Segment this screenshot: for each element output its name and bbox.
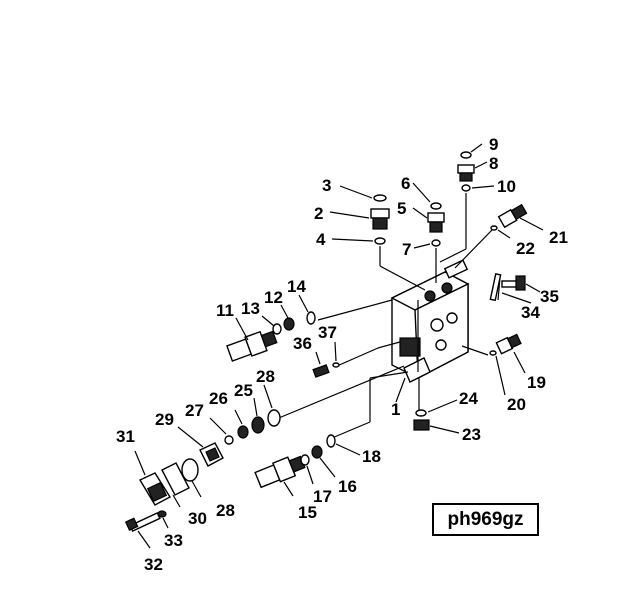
oring-28a <box>267 409 281 427</box>
callout-28-lower: 28 <box>216 501 235 520</box>
callout-35: 35 <box>540 287 559 306</box>
ring-26 <box>237 425 249 439</box>
callout-27: 27 <box>185 401 204 420</box>
callout-11: 11 <box>216 301 234 320</box>
plate-29 <box>199 442 224 467</box>
oring-28b <box>181 458 199 482</box>
pin-34 <box>489 273 502 302</box>
ring-16 <box>311 445 323 459</box>
callout-arrows <box>134 143 544 549</box>
valve-36 <box>312 364 330 378</box>
callout-34: 34 <box>521 303 540 322</box>
seal-24 <box>415 409 427 417</box>
callout-9: 9 <box>489 135 498 154</box>
callout-19: 19 <box>527 373 546 392</box>
callout-20: 20 <box>507 395 526 414</box>
leader-lines <box>273 193 501 439</box>
figure-id: ph969gz <box>447 508 524 530</box>
callout-23: 23 <box>462 425 481 444</box>
callout-10: 10 <box>497 177 516 196</box>
callout-28-upper: 28 <box>256 367 275 386</box>
callout-31: 31 <box>116 427 135 446</box>
callout-18: 18 <box>362 447 381 466</box>
oring-14 <box>306 311 316 325</box>
callout-3: 3 <box>322 176 331 195</box>
screw-32 <box>124 512 161 532</box>
callout-13: 13 <box>241 299 260 318</box>
seal-17 <box>300 454 310 466</box>
screw-35 <box>501 275 526 291</box>
callout-17: 17 <box>313 487 332 506</box>
callout-36: 36 <box>293 334 312 353</box>
callout-8: 8 <box>489 154 498 173</box>
callout-1: 1 <box>391 400 400 419</box>
callout-33: 33 <box>164 531 183 550</box>
callout-2: 2 <box>314 204 323 223</box>
callout-22: 22 <box>516 239 535 258</box>
callout-5: 5 <box>397 199 406 218</box>
seal-27 <box>224 435 234 445</box>
callout-26: 26 <box>209 389 228 408</box>
fitting-21 <box>497 203 528 229</box>
callout-32: 32 <box>144 555 163 574</box>
callout-labels: 1 2 3 4 5 6 7 8 9 10 11 12 13 14 15 16 1… <box>116 135 568 574</box>
seal-22 <box>490 225 498 231</box>
ring-25 <box>251 416 265 434</box>
fitting-2 <box>370 194 390 245</box>
fitting-19 <box>495 333 522 355</box>
callout-6: 6 <box>401 174 410 193</box>
valve-cartridge-11 <box>226 330 278 362</box>
callout-14: 14 <box>287 277 306 296</box>
callout-37: 37 <box>318 323 337 342</box>
plug-23 <box>413 419 430 431</box>
oring-18 <box>326 434 336 448</box>
valve-cartridge-15 <box>254 455 306 489</box>
seal-37 <box>332 362 340 368</box>
washer-33 <box>157 510 167 518</box>
valve-body <box>390 259 470 383</box>
callout-12: 12 <box>264 288 283 307</box>
gasket-30 <box>161 462 190 496</box>
callout-24: 24 <box>459 389 478 408</box>
ring-12 <box>283 317 295 331</box>
callout-4: 4 <box>316 230 326 249</box>
fitting-8 <box>457 151 475 192</box>
seal-20 <box>489 350 497 356</box>
coil-31 <box>139 472 171 506</box>
seal-13 <box>272 323 282 335</box>
callout-30: 30 <box>188 509 207 528</box>
callout-15: 15 <box>298 503 317 522</box>
callout-16: 16 <box>338 477 357 496</box>
fitting-5 <box>427 202 445 247</box>
callout-25: 25 <box>234 381 253 400</box>
figure-reference-box: ph969gz <box>432 503 539 536</box>
callout-7: 7 <box>402 240 411 259</box>
callout-29: 29 <box>155 410 174 429</box>
callout-21: 21 <box>549 228 568 247</box>
